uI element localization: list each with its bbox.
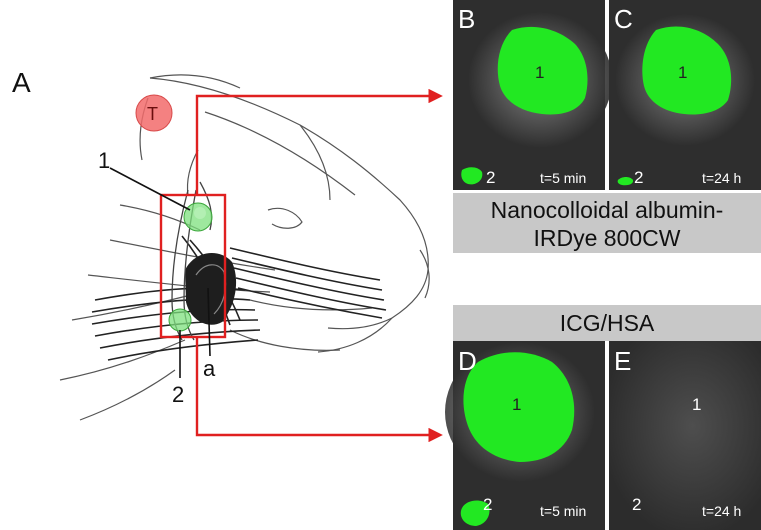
panel-c-node-2-signal xyxy=(617,177,634,186)
panel-b-letter: B xyxy=(458,4,475,34)
arrow-to-bottom xyxy=(195,337,443,443)
panel-b-node-1-signal xyxy=(497,26,588,115)
caption-bottom: ICG/HSA xyxy=(453,305,761,341)
panel-b-node-2-label: 2 xyxy=(486,168,495,187)
lymph-node-1-core xyxy=(194,207,206,219)
node-2-label: 2 xyxy=(172,382,184,407)
muscle-fibers xyxy=(91,235,387,361)
panel-e-time: t=24 h xyxy=(702,503,741,519)
caption-top-line2: IRDye 800CW xyxy=(534,225,681,251)
panel-a-letter: A xyxy=(12,67,31,98)
panel-d-time: t=5 min xyxy=(540,503,586,519)
region-box xyxy=(159,193,227,339)
panel-c: C 1 2 t=24 h xyxy=(609,0,761,190)
panel-e: E 1 2 t=24 h xyxy=(609,341,761,530)
panel-b-node-2-signal xyxy=(461,167,483,185)
tumor-marker xyxy=(135,94,173,132)
panel-e-background xyxy=(609,341,761,530)
panel-c-node-1-label: 1 xyxy=(678,63,687,82)
panel-d: D 1 2 t=5 min xyxy=(445,341,605,530)
panel-d-node-2-label: 2 xyxy=(483,495,492,514)
vessel-label: a xyxy=(203,356,216,381)
caption-bottom-label: ICG/HSA xyxy=(560,310,655,336)
panel-b-time: t=5 min xyxy=(540,170,586,186)
caption-top: Nanocolloidal albumin- IRDye 800CW xyxy=(453,193,761,253)
caption-bottom-background xyxy=(453,305,761,341)
node-1-leader xyxy=(109,167,191,211)
panel-a-drawing: A xyxy=(12,67,430,421)
panel-e-node-1-label: 1 xyxy=(692,395,701,414)
gland-mass xyxy=(185,252,237,325)
node-1-label: 1 xyxy=(98,148,110,173)
caption-top-line1: Nanocolloidal albumin- xyxy=(491,197,724,223)
tumor-label: T xyxy=(147,104,158,124)
panel-b: B 1 2 t=5 min xyxy=(453,0,612,190)
caption-top-background xyxy=(453,193,761,253)
arrow-to-top xyxy=(195,88,443,195)
panel-d-node-2-signal xyxy=(460,500,490,526)
panel-c-time: t=24 h xyxy=(702,170,741,186)
panel-d-node-1-signal xyxy=(463,352,575,462)
panel-c-node-2-label: 2 xyxy=(634,168,643,187)
panel-d-letter: D xyxy=(458,346,477,376)
panel-b-node-1-label: 1 xyxy=(535,63,544,82)
rabbit-head-sketch xyxy=(59,74,430,421)
connector-arrows xyxy=(195,88,443,443)
lymph-node-2 xyxy=(168,308,192,332)
panel-c-letter: C xyxy=(614,4,633,34)
panel-d-node-1-label: 1 xyxy=(512,395,521,414)
vessel-leader xyxy=(207,287,211,357)
panel-c-node-1-signal xyxy=(642,26,732,115)
panel-e-letter: E xyxy=(614,346,631,376)
panel-e-node-2-label: 2 xyxy=(632,495,641,514)
